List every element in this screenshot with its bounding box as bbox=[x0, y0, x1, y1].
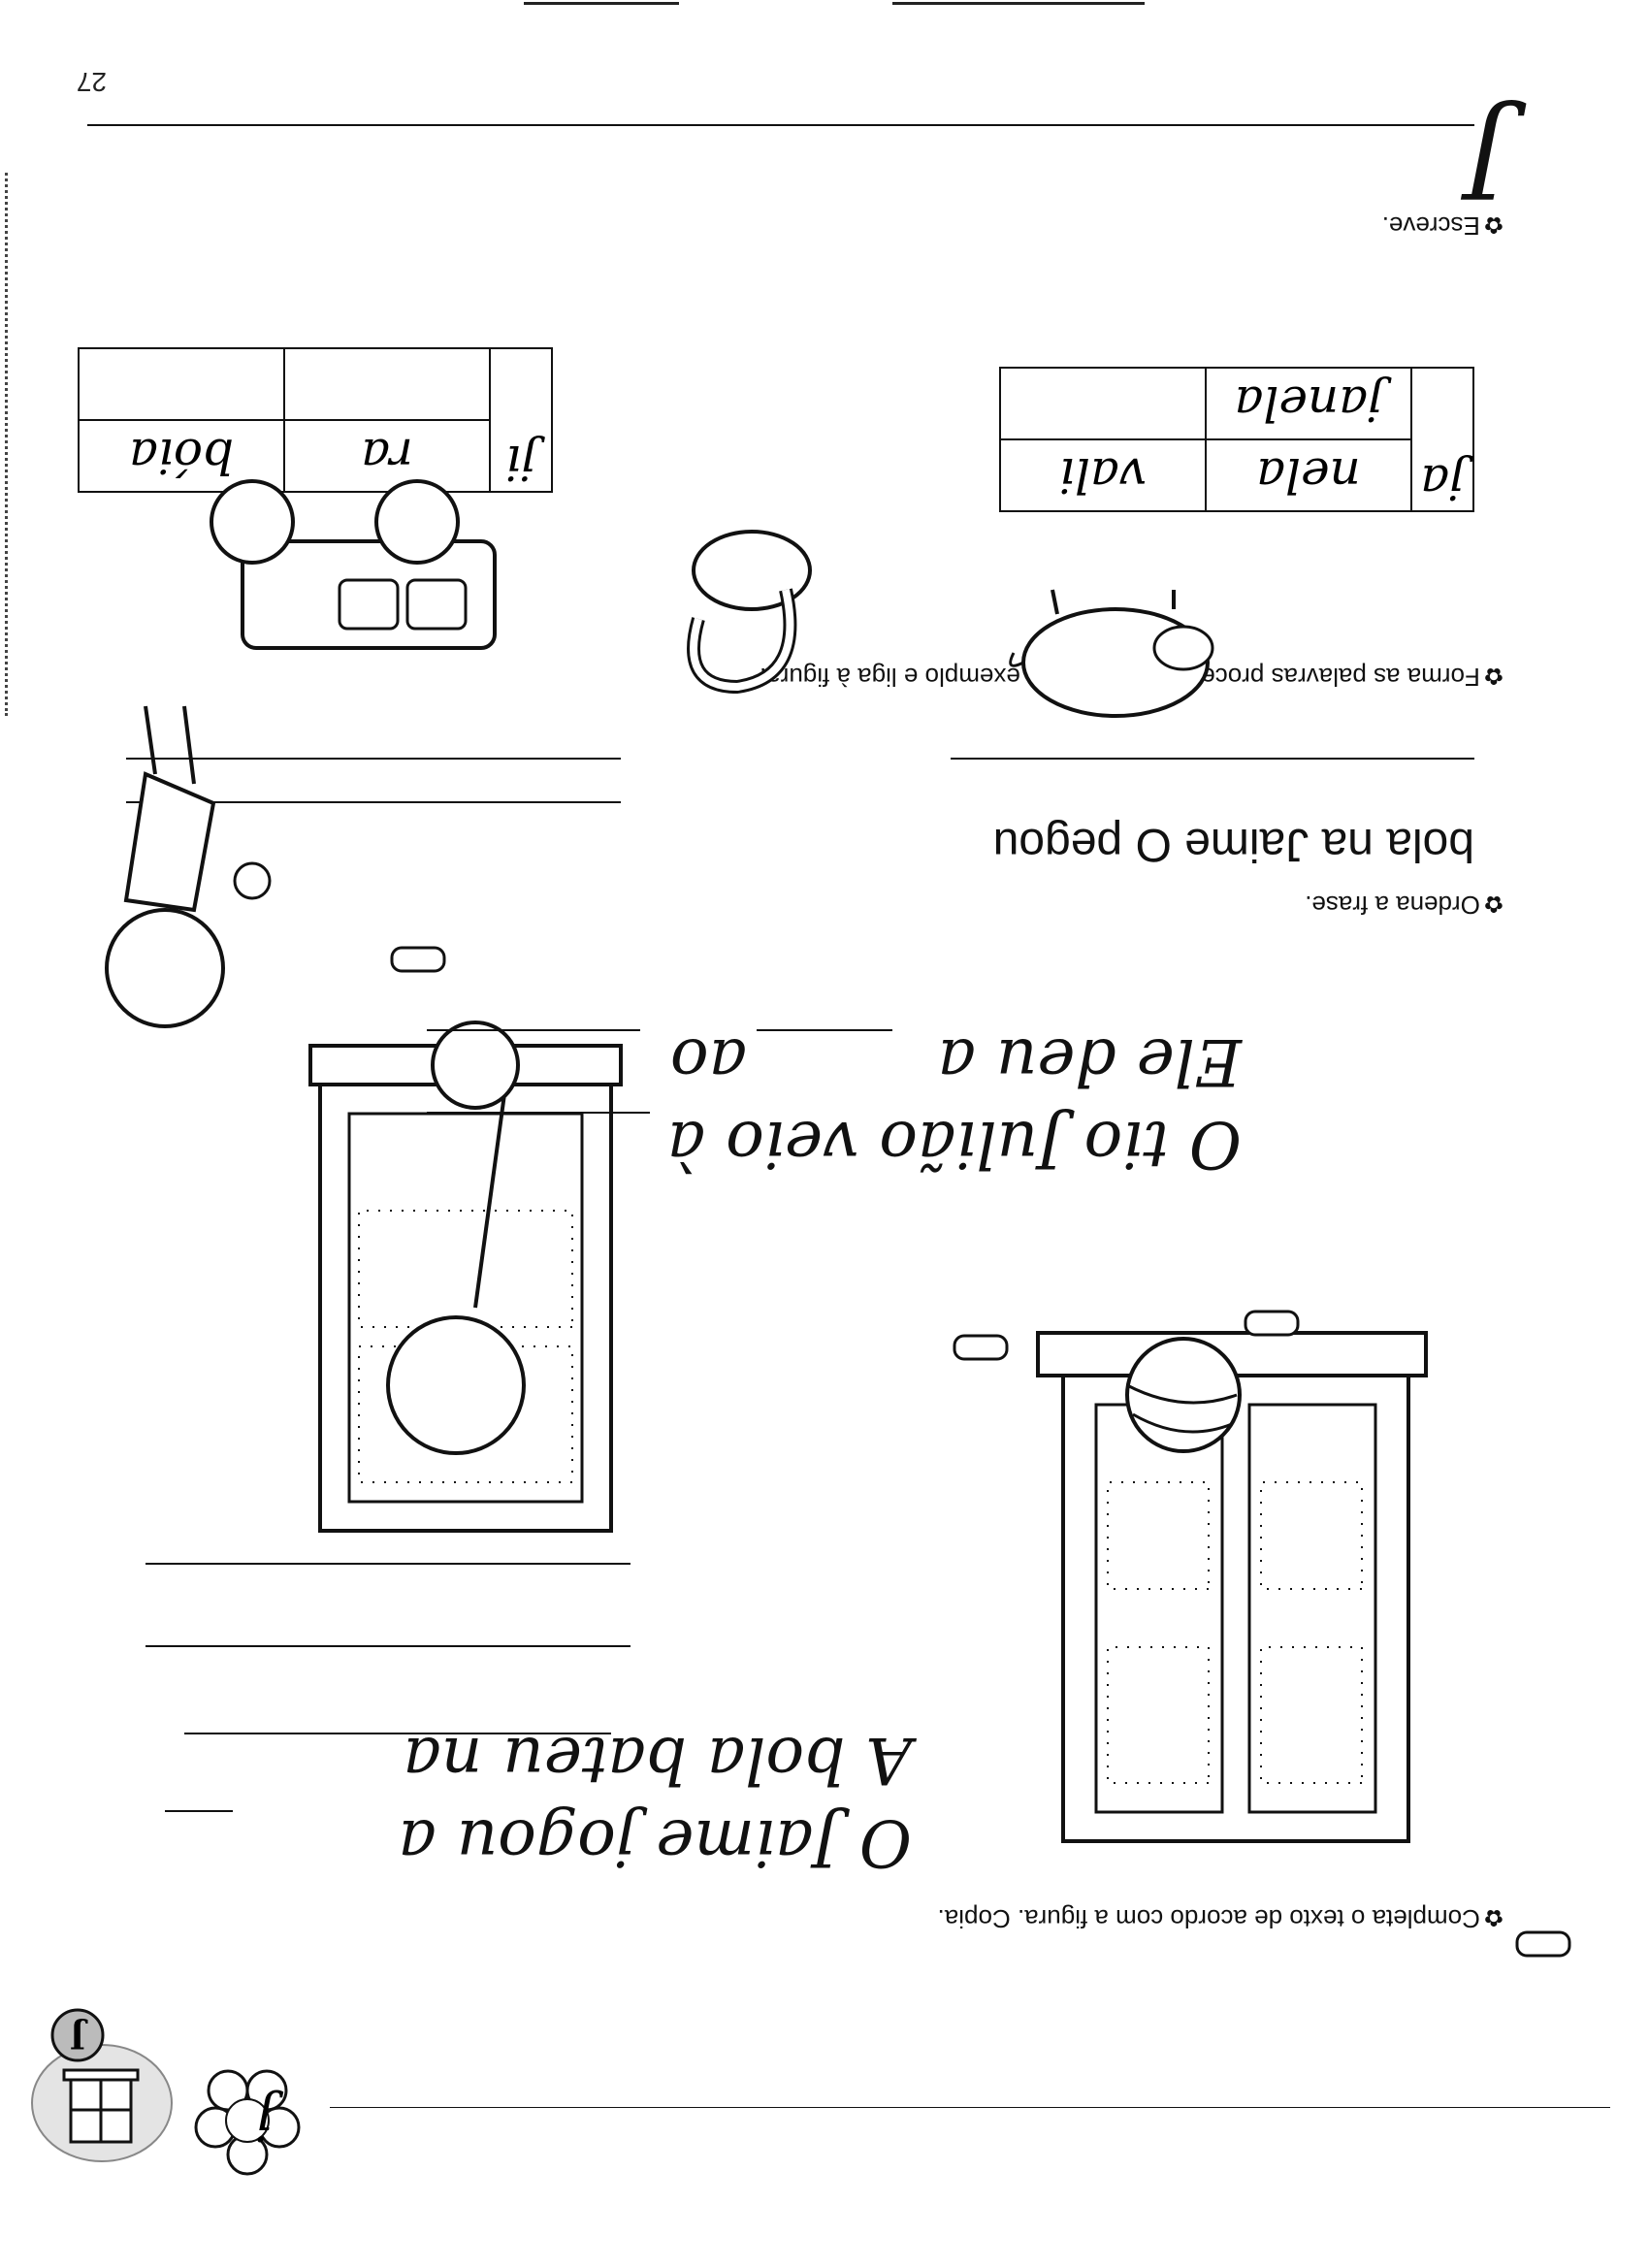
scan-edge-mark bbox=[524, 2, 679, 5]
window-with-ball-illustration bbox=[1036, 1331, 1428, 1843]
blank-line[interactable] bbox=[184, 1733, 611, 1734]
model-letter: J bbox=[1465, 97, 1508, 221]
header-rule bbox=[330, 2107, 1610, 2108]
sentence-ele: Ele deu a bbox=[937, 1024, 1242, 1099]
copy-line[interactable] bbox=[146, 1645, 630, 1647]
scan-margin-mark bbox=[1, 173, 8, 716]
blank-line[interactable] bbox=[165, 1810, 233, 1812]
blank-line[interactable] bbox=[427, 1112, 650, 1114]
table-cell[interactable] bbox=[284, 348, 490, 420]
sentence-julio: O tio Julião veio à bbox=[666, 1107, 1242, 1182]
syllable-table-ja: ja nela vali janela bbox=[999, 367, 1474, 512]
blank-line[interactable] bbox=[757, 1029, 892, 1031]
exercise2-instruction: ✿Ordena a frase. bbox=[1305, 891, 1504, 920]
boy-kicking-illustration bbox=[105, 705, 272, 1028]
jeep-illustration bbox=[210, 479, 497, 650]
brick-icon bbox=[390, 946, 446, 973]
exercise1-instruction: ✿Completa o texto de acordo com a figura… bbox=[937, 1904, 1504, 1933]
brick-icon bbox=[1244, 1310, 1300, 1337]
brick-icon bbox=[953, 1334, 1009, 1361]
svg-text:J: J bbox=[70, 2017, 88, 2056]
table-cell: janela bbox=[1206, 368, 1411, 439]
table-cell[interactable] bbox=[1000, 368, 1206, 439]
snake-illustration bbox=[687, 530, 812, 695]
flower-bullet-icon: ✿ bbox=[1483, 891, 1504, 917]
scan-edge-mark bbox=[892, 2, 1145, 5]
sentence-ele-ao: ao bbox=[669, 1024, 747, 1099]
boy-at-window-illustration bbox=[308, 1021, 623, 1533]
table-cell: vali bbox=[1000, 439, 1206, 511]
writing-line[interactable] bbox=[87, 124, 1474, 126]
flower-bullet-icon: ✿ bbox=[1483, 1904, 1504, 1930]
header-letter: j bbox=[256, 2089, 274, 2152]
scrambled-sentence: bola na Jaime O pegou bbox=[992, 819, 1474, 870]
table-cell: nela bbox=[1206, 439, 1411, 511]
copy-line[interactable] bbox=[146, 1563, 630, 1565]
sentence-jaime: O Jaime jogou a bbox=[398, 1805, 912, 1880]
flower-icon bbox=[194, 2069, 301, 2176]
pig-illustration bbox=[1009, 589, 1214, 718]
brick-icon bbox=[1515, 1930, 1571, 1958]
table-cell[interactable] bbox=[79, 348, 284, 420]
answer-line[interactable] bbox=[951, 758, 1474, 760]
page-number: 27 bbox=[76, 67, 107, 97]
table-head-cell: ja bbox=[1411, 368, 1473, 511]
window-logo-icon: J bbox=[31, 2008, 173, 2162]
blank-line[interactable] bbox=[427, 1029, 640, 1031]
flower-bullet-icon: ✿ bbox=[1483, 663, 1504, 689]
